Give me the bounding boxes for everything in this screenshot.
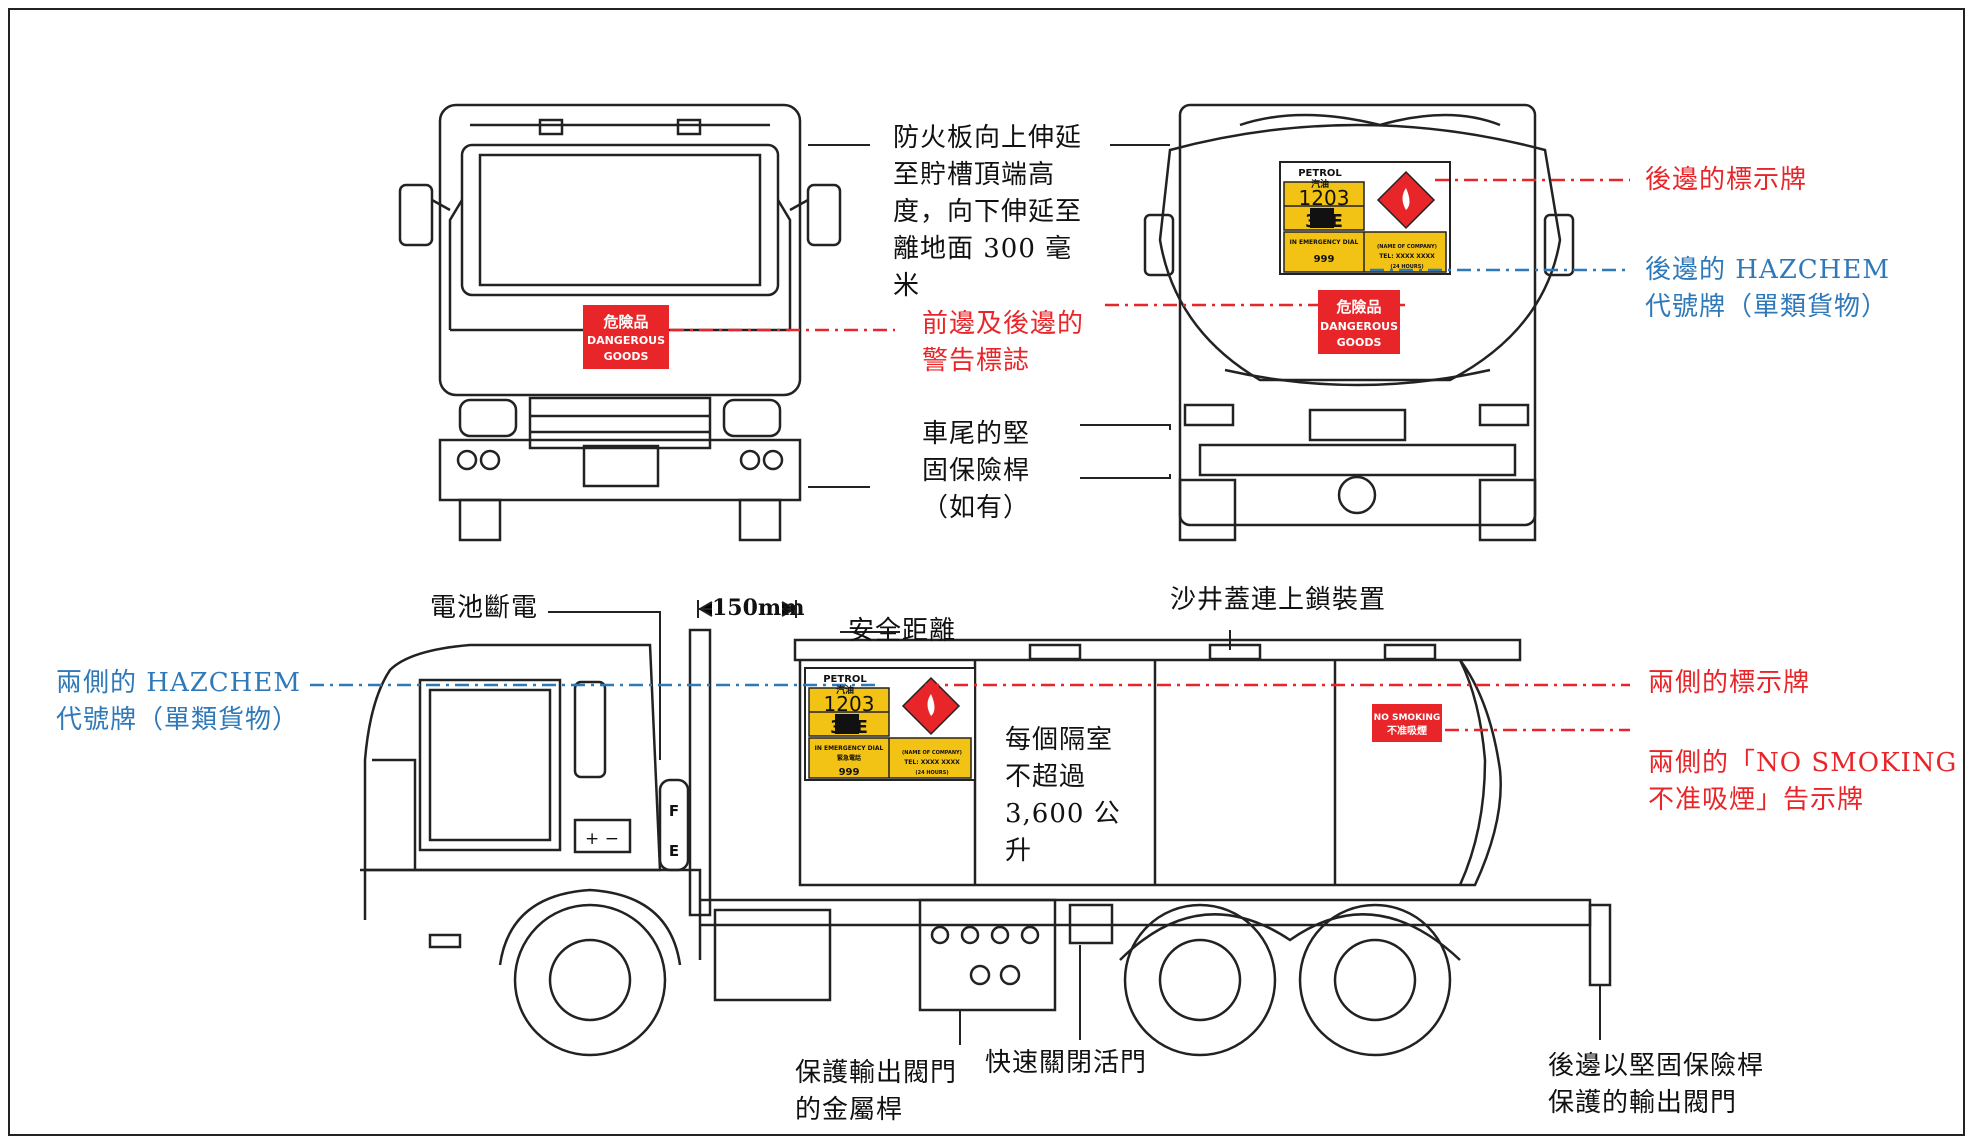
no-smoking-zh: 不准吸煙 xyxy=(1387,724,1427,737)
rear-un-number: 1203 xyxy=(1299,186,1350,210)
side-emergency-label: IN EMERGENCY DIAL xyxy=(815,745,884,752)
rear-company-label: (NAME OF COMPANY) xyxy=(1377,244,1437,250)
side-hours: (24 HOURS) xyxy=(915,770,948,776)
front-view-truck xyxy=(398,103,842,542)
front-rear-warning-label: 前邊及後邊的 警告標誌 xyxy=(922,309,1085,376)
leader-lines xyxy=(548,144,1601,1045)
clearance-marker xyxy=(697,600,797,618)
side-placard-label: 兩側的標示牌 xyxy=(1648,668,1811,698)
side-emergency-zh: 緊急電話 xyxy=(837,754,861,762)
valve-bar-label: 保護輸出閥門 的金屬桿 xyxy=(795,1058,958,1125)
battery-cutoff-label: 電池斷電 xyxy=(430,593,539,623)
rear-petrol-zh: 汽油 xyxy=(1311,178,1329,190)
front-dg-zh: 危險品 xyxy=(603,313,648,331)
side-emergency-number: 999 xyxy=(839,767,860,778)
rear-emergency-label: IN EMERGENCY DIAL xyxy=(1290,239,1359,246)
rear-hours: (24 HOURS) xyxy=(1390,264,1423,270)
side-hazchem-label: 兩側的 HAZCHEM 代號牌（單類貨物） xyxy=(56,668,301,735)
rear-tel: TEL: XXXX XXXX xyxy=(1379,253,1435,260)
rear-view-tanker xyxy=(1143,103,1575,542)
red-dashed-lines xyxy=(670,178,1630,732)
side-company-label: (NAME OF COMPANY) xyxy=(902,750,962,756)
front-dg-en2: GOODS xyxy=(604,350,649,363)
diagram-frame xyxy=(8,8,1965,1136)
rear-hazchem-label: 後邊的 HAZCHEM 代號牌（單類貨物） xyxy=(1645,255,1890,322)
manhole-lock-label: 沙井蓋連上鎖裝置 xyxy=(1170,585,1387,615)
side-view-tanker xyxy=(360,628,1612,1057)
quick-valve-label: 快速關閉活門 xyxy=(985,1048,1148,1078)
rear-dg-en1: DANGEROUS xyxy=(1320,320,1398,333)
clearance-value: 150mm xyxy=(712,595,805,621)
extinguisher-e: E xyxy=(669,842,679,860)
rear-dangerous-goods-sign xyxy=(1318,290,1400,354)
side-petrol-zh: 汽油 xyxy=(836,684,854,696)
firewall-label: 防火板向上伸延 至貯槽頂端高 度，向下伸延至 離地面 300 毫米 xyxy=(893,123,1083,301)
rear-petrol-en: PETROL xyxy=(1298,168,1342,179)
blue-dashed-lines xyxy=(310,268,1630,687)
rear-dg-zh: 危險品 xyxy=(1336,298,1381,316)
rear-emergency-number: 999 xyxy=(1314,254,1335,265)
compartment-label: 每個隔室 不超過 3,600 公升 xyxy=(1005,725,1121,866)
extinguisher-f: F xyxy=(669,802,679,820)
rear-dg-en2: GOODS xyxy=(1337,336,1382,349)
sign-text: 危險品 DANGEROUS GOODS 危險品 DANGEROUS GOODS … xyxy=(585,168,1440,860)
front-dg-en1: DANGEROUS xyxy=(587,334,665,347)
no-smoking-en: NO SMOKING xyxy=(1374,713,1441,723)
side-hazchem-code: 3YE xyxy=(830,717,868,738)
side-un-number: 1203 xyxy=(824,692,875,716)
battery-symbol: + − xyxy=(585,829,619,849)
front-dangerous-goods-sign xyxy=(583,305,669,369)
no-smoking-notice-label: 兩側的「NO SMOKING 不准吸煙」告示牌 xyxy=(1648,748,1958,815)
no-smoking-sign xyxy=(1372,704,1442,742)
side-tel: TEL: XXXX XXXX xyxy=(904,759,960,766)
safety-distance-label: 安全距離 xyxy=(848,616,957,646)
rear-valve-label: 後邊以堅固保險桿 保護的輸出閥門 xyxy=(1548,1051,1765,1118)
side-petrol-en: PETROL xyxy=(823,674,867,685)
rear-bumper-label: 車尾的堅 固保險桿 （如有） xyxy=(922,419,1031,523)
rear-hazchem-code: 3YE xyxy=(1305,211,1343,232)
rear-placard-label: 後邊的標示牌 xyxy=(1645,165,1808,195)
